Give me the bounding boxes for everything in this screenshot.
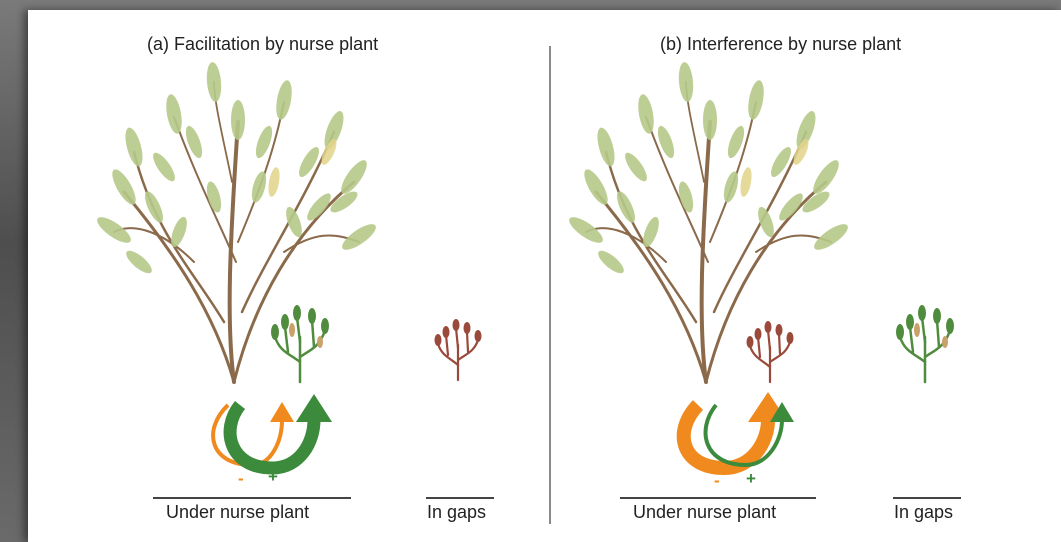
in-gaps-label-a: In gaps xyxy=(427,502,486,523)
negative-effect-sign-b: - xyxy=(714,472,720,489)
gap-label-line-a xyxy=(426,497,494,499)
panel-b-title: (b) Interference by nurse plant xyxy=(660,34,901,55)
under-label-line-a xyxy=(153,497,351,499)
interaction-arrows-icon-b xyxy=(684,392,794,468)
interaction-arrows-icon-a xyxy=(213,394,332,468)
in-gaps-label-b: In gaps xyxy=(894,502,953,523)
seedling-icon-healthy-b xyxy=(896,305,954,382)
under-nurse-plant-label-a: Under nurse plant xyxy=(166,502,309,523)
nurse-shrub-icon-b xyxy=(566,61,852,382)
gap-label-line-b xyxy=(893,497,961,499)
seedling-icon-stressed-b xyxy=(747,321,794,382)
positive-effect-sign-b: + xyxy=(746,470,756,487)
seedling-icon-stressed-a xyxy=(435,319,482,380)
under-nurse-plant-label-b: Under nurse plant xyxy=(633,502,776,523)
under-label-line-b xyxy=(620,497,816,499)
nurse-shrub-icon-a xyxy=(94,61,380,382)
negative-effect-sign-a: - xyxy=(238,470,244,487)
panel-a-title: (a) Facilitation by nurse plant xyxy=(147,34,378,55)
seedling-icon-healthy-a xyxy=(271,305,329,382)
positive-effect-sign-a: + xyxy=(268,468,278,485)
